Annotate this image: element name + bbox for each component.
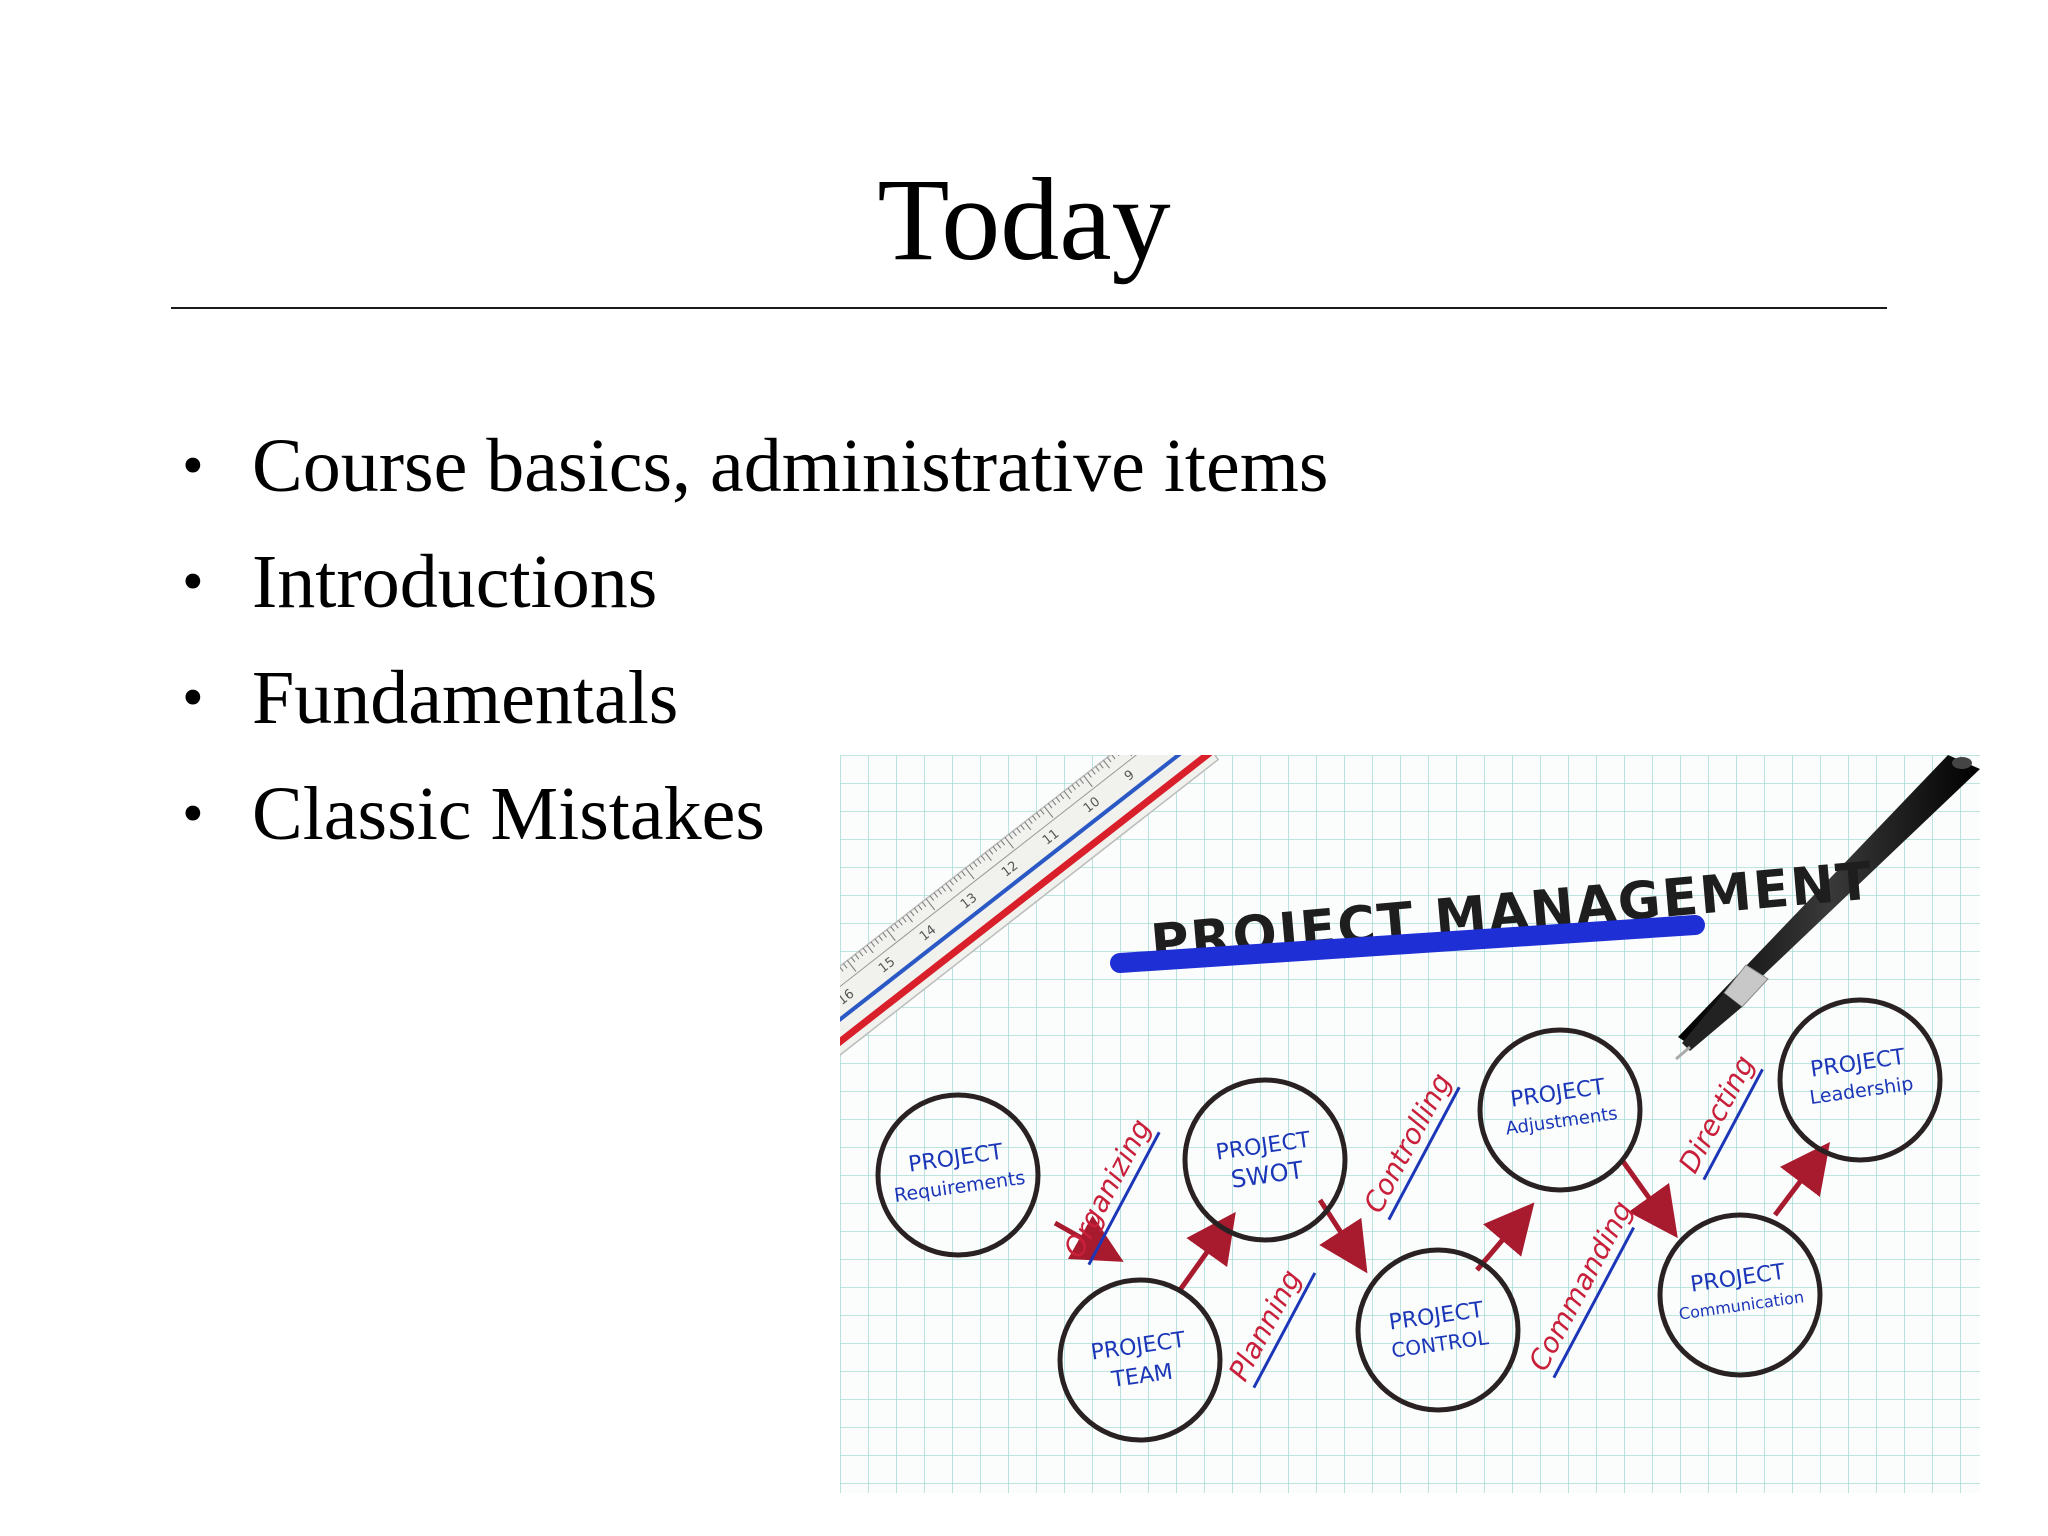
ruler-tick — [1075, 781, 1080, 787]
ruler-tick — [973, 861, 978, 867]
ruler-tick — [866, 944, 874, 954]
ruler-tick — [843, 963, 848, 969]
bullet-dot-icon: • — [182, 548, 204, 616]
ruler-tick — [886, 929, 896, 941]
bullet-item: • Classic Mistakes — [168, 756, 1328, 872]
ruler-tick — [906, 913, 913, 923]
ruler-tick — [1110, 755, 1116, 760]
ruler-tick — [878, 935, 883, 941]
ruler-tick — [870, 941, 876, 948]
ruler-tick — [1047, 803, 1053, 809]
ruler-tick — [1040, 809, 1045, 815]
photo-illustration: 171615141312111098 PROJECT MANAGEMENT — [840, 755, 1980, 1493]
ruler-tick — [1071, 784, 1077, 791]
ruler-tick — [945, 883, 953, 892]
ruler-tick — [937, 889, 943, 895]
ruler-tick — [1106, 756, 1112, 763]
ruler: 171615141312111098 — [840, 755, 1220, 1081]
bullet-text: Introductions — [252, 540, 658, 624]
ruler-tick — [850, 957, 856, 963]
bullet-item: • Introductions — [168, 524, 1328, 640]
ruler-tick — [902, 917, 907, 923]
ruler-tick — [969, 864, 974, 871]
ruler-tick — [890, 926, 895, 932]
ruler-tick — [1059, 793, 1065, 800]
ruler-tick — [1024, 821, 1032, 831]
ruler-tick — [1114, 755, 1120, 757]
ruler-tick — [1016, 827, 1021, 834]
bullet-text: Course basics, administrative items — [252, 424, 1329, 508]
ruler-tick — [1095, 766, 1100, 772]
ruler-tick — [858, 950, 864, 957]
bullet-list: • Course basics, administrative items • In… — [168, 408, 1328, 872]
ruler-tick — [965, 867, 975, 880]
ruler-tick — [976, 858, 982, 864]
ruler-tick — [1004, 836, 1014, 849]
heading-underline — [1110, 915, 1705, 973]
bullet-dot-icon: • — [182, 432, 204, 500]
bullet-text: Classic Mistakes — [252, 772, 765, 856]
ruler-tick — [996, 843, 1002, 849]
ruler-tick — [957, 873, 962, 880]
ruler-tick — [929, 895, 935, 901]
ruler-tick — [1036, 812, 1041, 818]
ruler-tick — [1032, 815, 1037, 821]
ruler-tick — [1028, 818, 1033, 824]
ruler-tick — [1000, 840, 1006, 846]
pen — [1675, 755, 1980, 1061]
ruler-tick — [913, 907, 919, 914]
ruler-tick — [984, 852, 992, 861]
ruler-tick — [840, 966, 844, 972]
ruler-tick — [854, 953, 860, 960]
bullet-dot-icon: • — [182, 664, 204, 732]
slide-title: Today — [877, 154, 1171, 285]
ruler-tick — [925, 898, 936, 911]
ruler-tick — [921, 901, 927, 907]
ruler-tick — [1012, 830, 1017, 837]
ruler-tick — [1008, 833, 1013, 840]
node-circles — [875, 997, 1943, 1443]
title-divider — [171, 307, 1887, 309]
ruler-tick — [933, 892, 939, 898]
ruler-tick — [917, 904, 923, 911]
ruler-tick — [941, 886, 946, 892]
ruler-tick — [1099, 763, 1104, 769]
ruler-tick — [1091, 769, 1096, 775]
bullet-text: Fundamentals — [252, 656, 679, 740]
project-management-photo: 171615141312111098 PROJECT MANAGEMENT — [840, 755, 1980, 1493]
ruler-tick — [1051, 800, 1057, 806]
ruler-tick — [953, 877, 958, 883]
ruler-tick — [1055, 796, 1061, 803]
ruler-tick — [1067, 787, 1073, 794]
ruler-tick — [949, 880, 954, 886]
ruler-tick — [909, 910, 915, 917]
ruler-tick — [1083, 775, 1093, 788]
ruler-tick — [1087, 772, 1092, 778]
ruler-tick — [898, 920, 903, 926]
ruler-tick — [961, 870, 966, 877]
ruler-tick — [1020, 824, 1025, 831]
ruler-tick — [980, 855, 986, 861]
ruler-tick — [894, 923, 899, 929]
flow-arrows — [1053, 1142, 1831, 1292]
ruler-tick — [846, 960, 857, 972]
ruler-tick — [1103, 760, 1110, 769]
ruler-tick — [1079, 778, 1084, 784]
ruler-tick — [874, 938, 880, 944]
bullet-item: • Fundamentals — [168, 640, 1328, 756]
ruler-tick — [992, 846, 998, 852]
ruler-tick — [862, 947, 868, 954]
bullet-dot-icon: • — [182, 780, 204, 848]
bullet-item: • Course basics, administrative items — [168, 408, 1328, 524]
ruler-tick — [1063, 790, 1071, 800]
ruler-tick — [1043, 806, 1054, 818]
ruler-tick — [882, 932, 887, 938]
ruler-tick — [988, 849, 994, 855]
